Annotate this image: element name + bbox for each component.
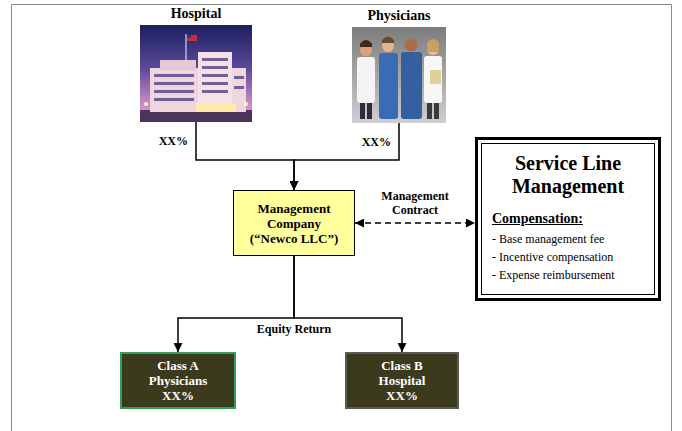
illustration-part [144, 102, 148, 106]
illustration-part [427, 39, 439, 52]
illustration-part [196, 103, 236, 112]
illustration-part [234, 86, 244, 89]
illustration-part [187, 35, 191, 38]
illustration-part [434, 103, 439, 119]
illustration-part [187, 35, 197, 41]
flow-label: Equity Return [255, 322, 333, 336]
illustration-part [424, 56, 442, 103]
illustration-part [160, 60, 196, 70]
illustration-part [185, 34, 186, 68]
illustration-part [234, 76, 244, 79]
illustration-part [244, 102, 248, 106]
picture-frame [12, 5, 672, 431]
illustration-part [357, 57, 375, 103]
node-title: Class B Hospital [363, 358, 441, 388]
illustration-part [379, 53, 398, 119]
node-text: - Base management fee [492, 230, 646, 248]
illustration-part [367, 103, 372, 119]
class-a-box: Class A PhysiciansXX% [120, 352, 236, 409]
picture-area [352, 27, 446, 123]
illustration-part [430, 70, 441, 84]
illustration-part [154, 58, 244, 101]
illustration-part [154, 98, 194, 101]
connector [294, 123, 399, 190]
illustration-part [357, 40, 375, 119]
illustration-part [360, 40, 372, 47]
node-text: XX% [386, 388, 418, 403]
hospital-picture: Hospital [140, 5, 252, 122]
illustration-part [140, 25, 252, 122]
node-title: Hospital [140, 5, 252, 23]
node-text: XX% [162, 388, 194, 403]
illustration-part [352, 27, 446, 123]
illustration-part [360, 103, 365, 119]
illustration-part [154, 82, 194, 85]
edge-label: Management Contract [369, 189, 461, 217]
node-title: Physicians [352, 7, 446, 25]
illustration-part [154, 74, 194, 77]
connector [196, 122, 294, 190]
illustration-part [424, 39, 442, 119]
illustration-part [401, 39, 422, 120]
hospital-photo [140, 25, 252, 122]
node-text: - Expense reimbursement [492, 266, 646, 284]
connector [355, 222, 475, 224]
illustration-part [382, 37, 394, 44]
illustration-part [202, 82, 228, 85]
illustration-part [401, 52, 422, 119]
node-text: - Incentive compensation [492, 248, 646, 266]
edge-label: XX% [361, 135, 392, 149]
physicians-photo [352, 27, 446, 123]
illustration-part [12, 4, 672, 5]
management-company-box: Management Company (“Newco LLC”) [233, 190, 355, 256]
picture-area [140, 25, 252, 122]
physicians-picture: Physicians [352, 7, 446, 123]
node-title: Management Company (“Newco LLC”) [242, 201, 346, 246]
node-text: Compensation: [492, 210, 646, 228]
illustration-part [671, 5, 672, 431]
illustration-part [202, 58, 228, 61]
edge-label: XX% [158, 134, 189, 148]
node-title: Class A Physicians [138, 358, 218, 388]
illustration-part [202, 90, 228, 93]
illustration-part [427, 103, 432, 119]
illustration-part [202, 66, 228, 69]
node-title: Service Line Management [490, 152, 646, 198]
illustration-part [379, 37, 398, 120]
illustration-part [405, 39, 418, 52]
connector [294, 256, 402, 352]
connector [178, 256, 294, 352]
service-line-box: Service Line ManagementCompensation: - Ba… [475, 137, 661, 301]
illustration-part [202, 74, 228, 77]
illustration-part [154, 90, 194, 93]
illustration-part [11, 5, 12, 431]
class-b-box: Class B HospitalXX% [345, 352, 459, 409]
